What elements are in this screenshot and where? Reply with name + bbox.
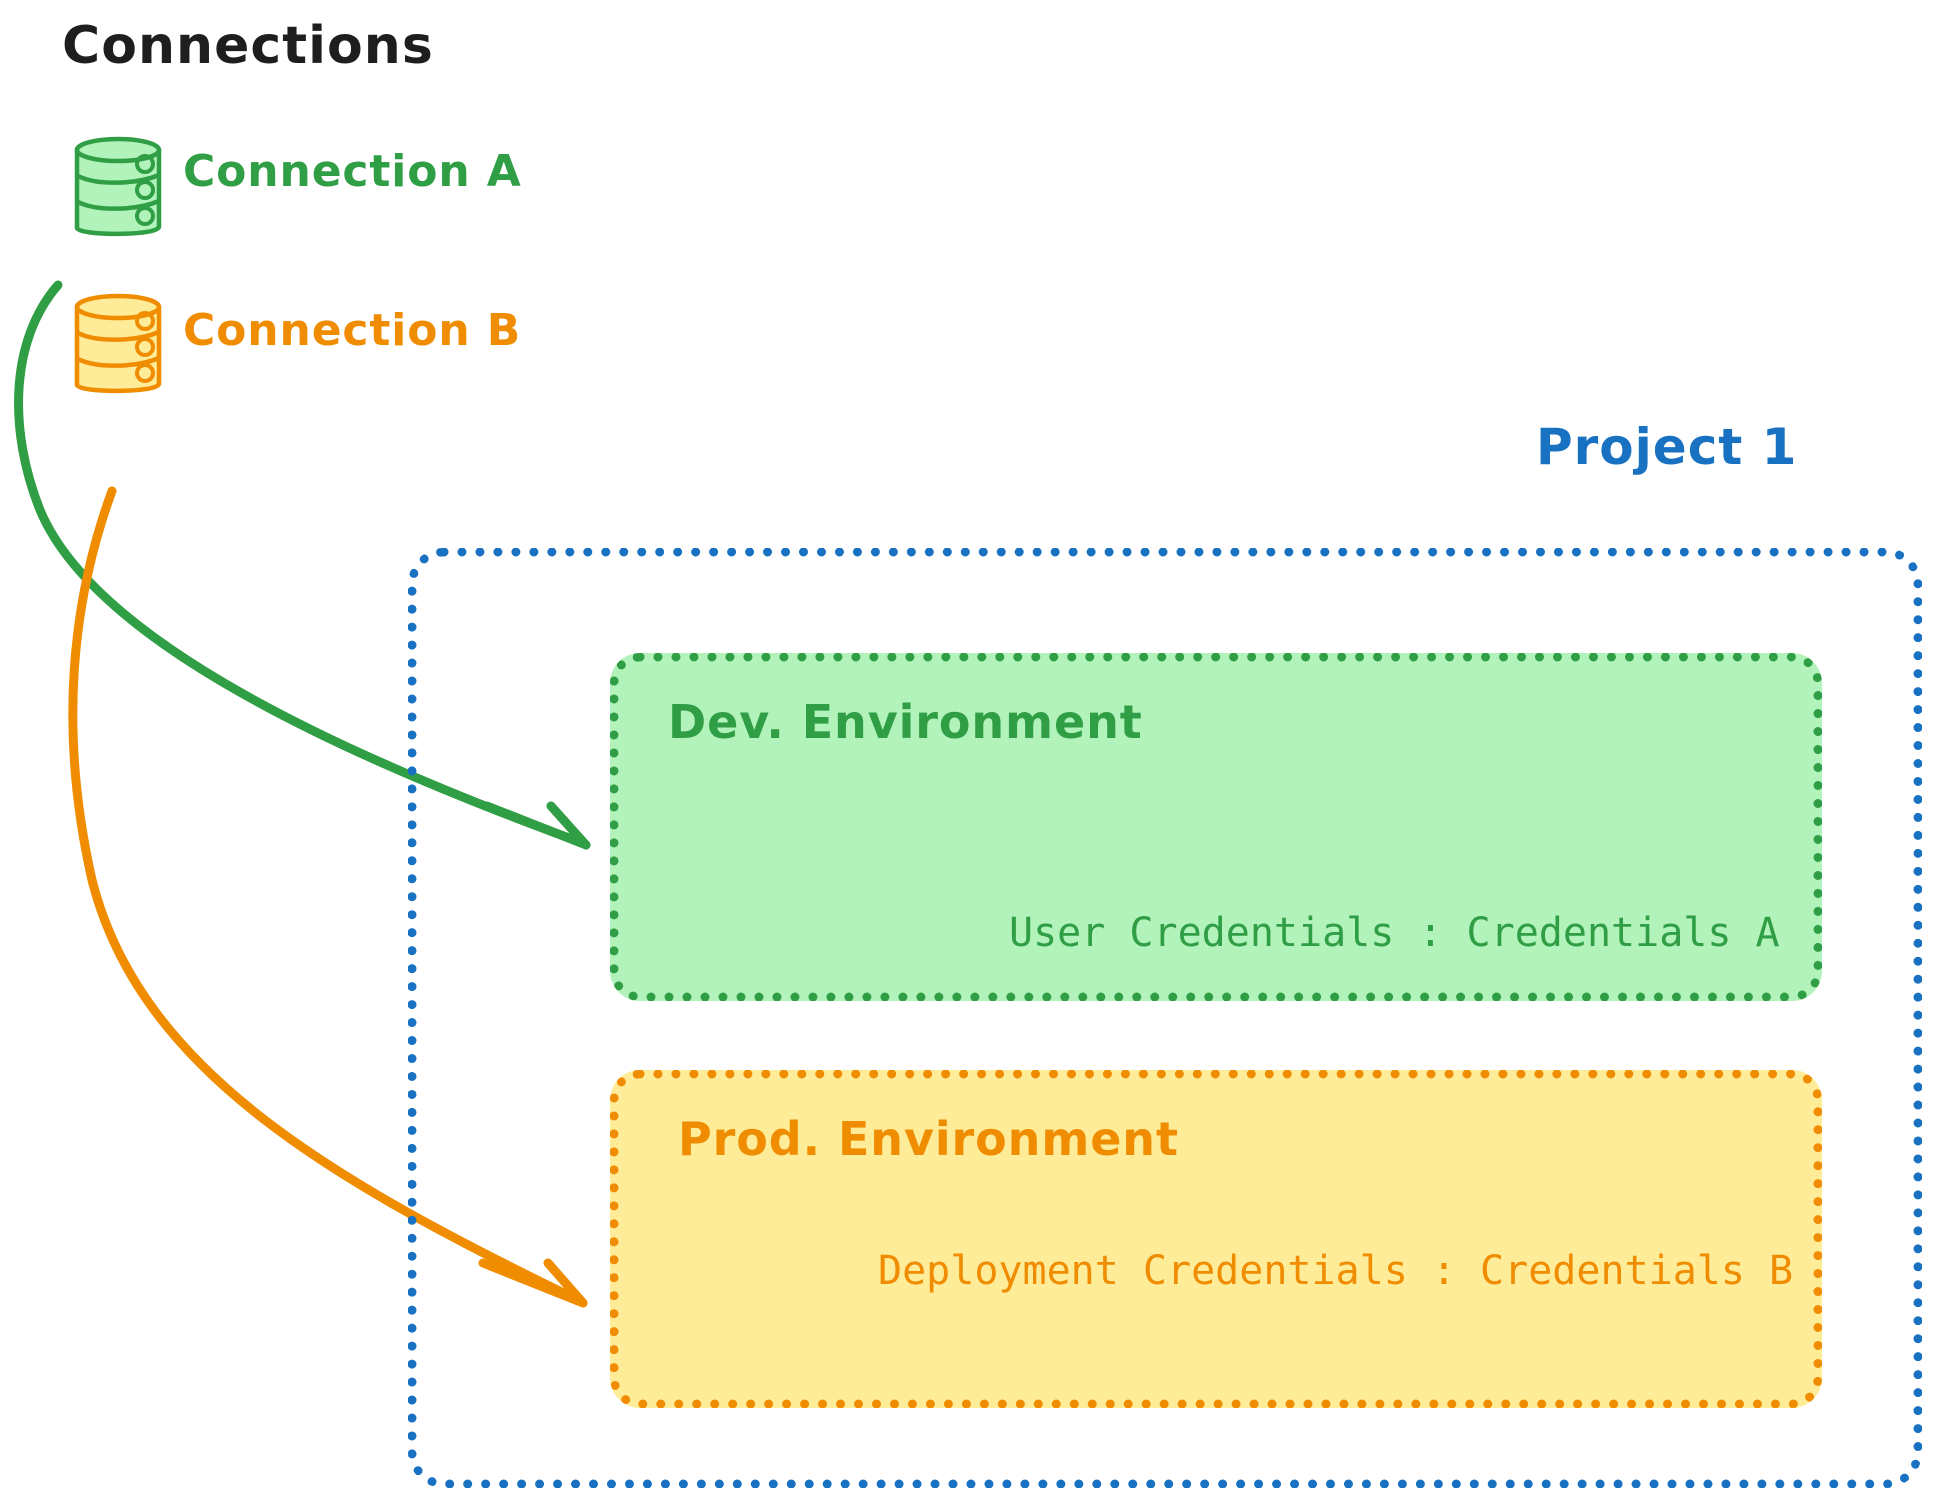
prod-environment-box[interactable] <box>610 1070 1822 1408</box>
database-icon <box>74 136 162 237</box>
dev-environment-title: Dev. Environment <box>668 695 1143 749</box>
project-container <box>408 548 1922 1488</box>
connections-heading: Connections <box>62 16 434 76</box>
dev-credentials-text: User Credentials : Credentials A <box>1009 910 1780 956</box>
connection-b-icon[interactable] <box>60 285 180 405</box>
database-icon <box>74 293 162 394</box>
dev-environment-box[interactable] <box>610 653 1822 1001</box>
prod-environment-title: Prod. Environment <box>678 1112 1179 1166</box>
connection-a-label: Connection A <box>183 146 522 197</box>
project-title: Project 1 <box>1536 418 1798 476</box>
connection-b-label: Connection B <box>183 305 522 356</box>
prod-credentials-text: Deployment Credentials : Credentials B <box>878 1248 1794 1294</box>
connection-a-icon[interactable] <box>60 128 180 248</box>
